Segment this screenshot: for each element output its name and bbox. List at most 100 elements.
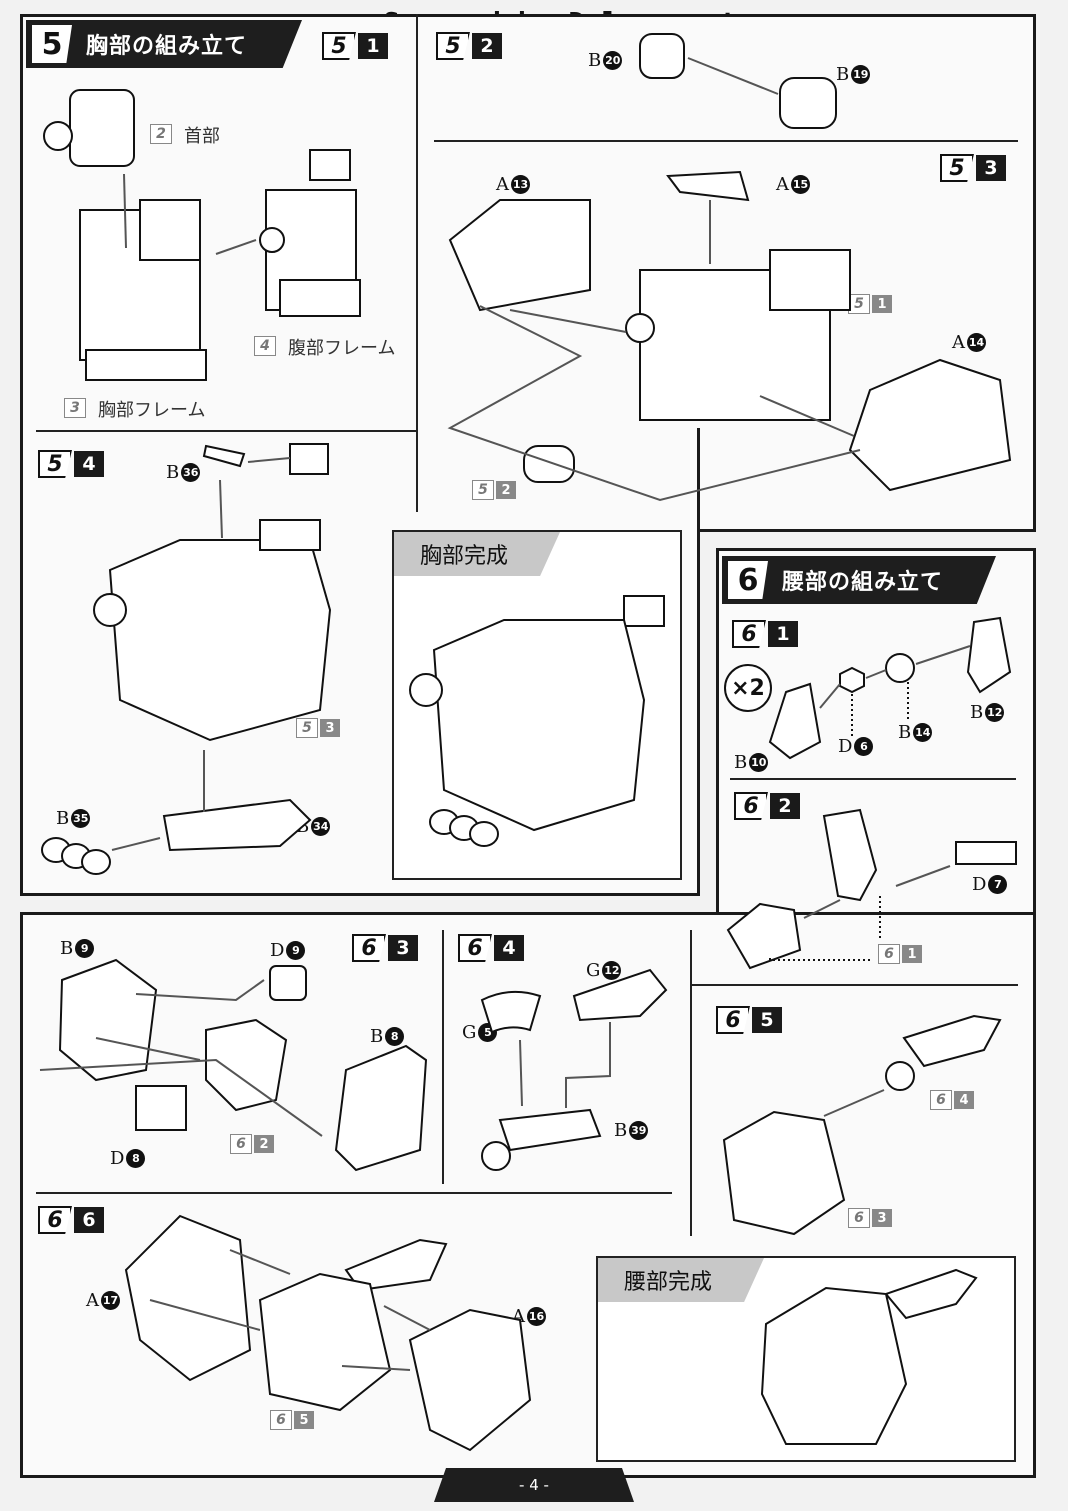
illustration-6-5-svg	[722, 1014, 1002, 1236]
ref-2-number: 2	[150, 124, 172, 144]
illustration-6-1	[760, 612, 1016, 762]
ref-6-4-major: 6	[930, 1090, 952, 1110]
step-6-3: 6 3	[352, 934, 418, 964]
multiplier-x2: ×2	[724, 664, 772, 712]
divider-6-1-2	[730, 778, 1016, 780]
part-b39-letter: B	[614, 1120, 628, 1141]
illustration-chest-complete-svg	[409, 595, 665, 847]
part-b20-number: 20	[603, 51, 623, 70]
step-5-4: 5 4	[38, 450, 104, 480]
illustration-6-4-svg	[480, 968, 668, 1171]
illustration-6-2	[720, 800, 1020, 980]
part-a14-number: 14	[967, 333, 986, 352]
step-6-1: 6 1	[732, 620, 798, 650]
part-a17-letter: A	[86, 1290, 99, 1311]
section-5-banner: 5 胸部の組み立て	[26, 20, 302, 68]
part-d9-number: 9	[286, 941, 306, 960]
illustration-5-3-svg	[447, 170, 1012, 502]
label-chest-frame: 胸部フレーム	[98, 400, 206, 421]
label-neck: 首部	[184, 126, 220, 147]
divider-6-3-4	[442, 930, 444, 1184]
ref-5-2-in-5-3: 5 2	[472, 480, 516, 502]
divider-6-2-bottom	[690, 984, 1018, 986]
step-6-6: 6 6	[38, 1206, 104, 1236]
part-d6: D 6	[838, 736, 874, 757]
ref-5-1-in-5-3: 5 1	[848, 294, 892, 316]
part-a15-number: 15	[791, 175, 810, 194]
part-d8-letter: D	[110, 1148, 125, 1169]
part-a17: A 17	[86, 1290, 120, 1311]
ref-6-3-in-6-5: 6 3	[848, 1208, 892, 1230]
illustration-5-1-svg	[43, 89, 361, 381]
illustration-6-3	[36, 950, 436, 1180]
part-b35-letter: B	[56, 808, 70, 829]
part-b20-letter: B	[588, 50, 602, 71]
part-b19-number: 19	[851, 65, 871, 84]
part-b19: B 19	[836, 64, 871, 85]
ref-6-5-in-6-6: 6 5	[270, 1410, 314, 1432]
illustration-5-2-svg	[639, 33, 837, 129]
ref-6-1-in-6-2: 6 1	[878, 944, 922, 966]
ref-5-1-major: 5	[848, 294, 870, 314]
step-6-4-minor: 4	[494, 935, 524, 961]
ref-6-1-minor: 1	[902, 945, 922, 963]
step-6-6-major: 6	[38, 1206, 72, 1234]
section-6-title: 腰部の組み立て	[782, 570, 944, 595]
ref-6-2-major: 6	[230, 1134, 252, 1154]
illustration-5-3	[440, 160, 1020, 510]
part-b36: B 36	[166, 462, 201, 483]
part-b14-letter: B	[898, 722, 912, 743]
ref-5-1-minor: 1	[872, 295, 892, 313]
ref-5-2-major: 5	[472, 480, 494, 500]
ref-2-neck: 2	[150, 124, 172, 146]
part-b12: B 12	[970, 702, 1005, 723]
step-6-4-major: 6	[458, 934, 492, 962]
part-d8: D 8	[110, 1148, 146, 1169]
part-b9-number: 9	[75, 939, 95, 958]
illustration-waist-complete	[756, 1264, 986, 1458]
ref-6-3-major: 6	[848, 1208, 870, 1228]
part-b35-number: 35	[71, 809, 91, 828]
step-5-3: 5 3	[940, 154, 1006, 184]
illustration-6-1-svg	[768, 616, 1012, 760]
part-a13-letter: A	[496, 174, 509, 195]
part-d8-number: 8	[126, 1149, 146, 1168]
illustration-6-3-svg	[39, 958, 428, 1172]
section-6-banner: 6 腰部の組み立て	[722, 556, 996, 604]
part-d7-number: 7	[988, 875, 1008, 894]
step-5-2: 5 2	[436, 32, 502, 62]
step-6-1-minor: 1	[768, 621, 798, 647]
page-number: - 4 -	[434, 1468, 634, 1502]
step-5-2-major: 5	[436, 32, 470, 60]
part-b39: B 39	[614, 1120, 649, 1141]
section-6-number: 6	[728, 561, 768, 599]
step-6-6-minor: 6	[74, 1207, 104, 1233]
step-6-2-major: 6	[734, 792, 768, 820]
step-6-3-minor: 3	[388, 935, 418, 961]
part-b12-letter: B	[970, 702, 984, 723]
divider-5-horizontal-right	[434, 140, 1018, 142]
part-b19-letter: B	[836, 64, 850, 85]
illustration-6-6	[120, 1210, 540, 1460]
part-b10-number: 10	[749, 753, 769, 772]
part-b34-number: 34	[311, 817, 331, 836]
part-b10: B 10	[734, 752, 769, 773]
ref-5-3-major: 5	[296, 718, 318, 738]
illustration-5-1	[40, 80, 410, 410]
label-abdomen-frame: 腹部フレーム	[288, 338, 396, 359]
part-b12-number: 12	[985, 703, 1005, 722]
part-b8-number: 8	[385, 1027, 405, 1046]
part-a13-number: 13	[511, 175, 530, 194]
ref-6-2-minor: 2	[254, 1135, 274, 1153]
illustration-5-4-svg	[41, 443, 332, 875]
part-a14: A 14	[952, 332, 986, 353]
step-5-3-minor: 3	[976, 155, 1006, 181]
ref-4-abdomen-frame: 4	[254, 336, 276, 358]
step-5-1-major: 5	[322, 32, 356, 60]
ref-6-3-minor: 3	[872, 1209, 892, 1227]
ref-5-3-minor: 3	[320, 719, 340, 737]
part-g12-number: 12	[602, 961, 622, 980]
part-b39-number: 39	[629, 1121, 649, 1140]
step-6-5-minor: 5	[752, 1007, 782, 1033]
step-5-1-minor: 1	[358, 33, 388, 59]
